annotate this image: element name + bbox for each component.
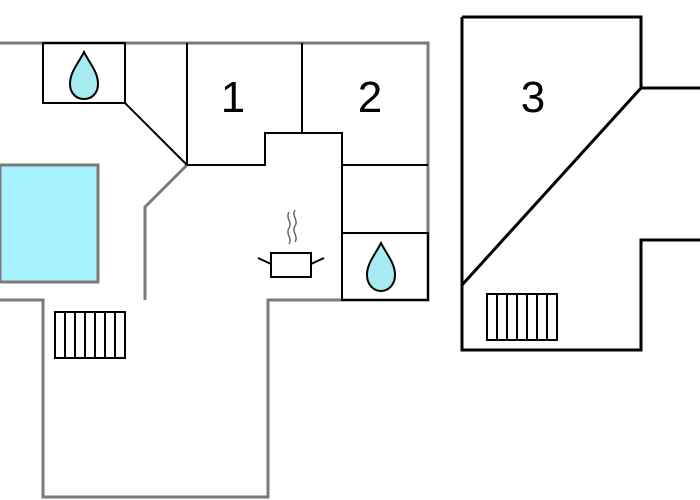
pool-area xyxy=(0,163,100,284)
room-label-2: 2 xyxy=(358,73,382,122)
interior-walls xyxy=(42,42,429,301)
stairs-icon xyxy=(54,311,126,359)
bathroom-drop-icon-2 xyxy=(365,240,397,293)
room-label-3: 3 xyxy=(521,73,545,122)
kitchen-pot-icon xyxy=(257,209,325,278)
bathroom-drop-icon xyxy=(68,49,100,101)
main-building-walls xyxy=(0,41,430,499)
annex-building-walls xyxy=(460,15,700,352)
stairs-icon-2 xyxy=(486,293,558,341)
room-label-1: 1 xyxy=(221,73,245,122)
